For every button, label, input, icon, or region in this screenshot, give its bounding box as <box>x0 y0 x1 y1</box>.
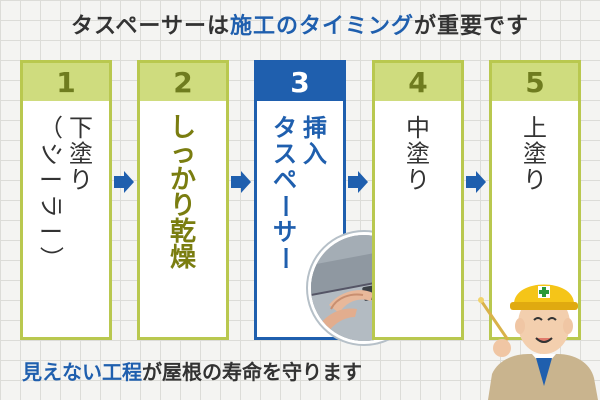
label-char: （ <box>39 114 63 142</box>
step-label: 中 塗 り <box>375 115 461 193</box>
step-label: タ ス ペ ー サ ー 挿 入 <box>257 115 343 271</box>
label-char: し <box>169 113 196 143</box>
label-char: 塗 <box>523 140 547 168</box>
label-char: タ <box>273 114 297 142</box>
label-char: 入 <box>303 140 327 168</box>
step-number: 1 <box>23 63 109 101</box>
label-char: り <box>406 166 430 194</box>
label-char: ー <box>39 218 63 246</box>
label-char: り <box>69 166 93 194</box>
headline: タスペーサーは施工のタイミングが重要です <box>0 8 600 40</box>
label-char: ー <box>271 194 299 218</box>
footer-highlight: 見えない工程 <box>22 360 142 384</box>
label-char: ） <box>37 246 65 270</box>
label-char: 燥 <box>169 243 196 273</box>
label-char: ス <box>273 140 297 168</box>
label-char: ラ <box>37 194 65 218</box>
arrow-right-icon <box>231 171 251 193</box>
label-char: 上 <box>523 114 547 142</box>
step-label: 上 塗 り <box>492 115 578 193</box>
label-char: 乾 <box>169 217 196 247</box>
label-char: 挿 <box>303 114 327 142</box>
step-label: （ シ ー ラ ー ） 下 塗 り <box>23 115 109 271</box>
label-char: ー <box>271 246 299 270</box>
step-label-column: 下 塗 り <box>69 115 93 271</box>
label-char: っ <box>169 139 196 169</box>
step-card-4: 4 中 塗 り <box>372 60 464 340</box>
label-char: か <box>169 165 196 195</box>
step-label-column: 上 塗 り <box>523 115 547 193</box>
label-char: 中 <box>406 114 430 142</box>
label-char: 下 <box>69 114 93 142</box>
step-label-column: し っ か り 乾 燥 <box>170 115 196 271</box>
headline-pre: タスペーサーは <box>70 14 230 39</box>
label-char: り <box>169 191 196 221</box>
arrow-right-icon <box>348 171 368 193</box>
headline-post: が重要です <box>414 14 530 39</box>
arrow-right-icon <box>466 171 486 193</box>
label-char: シ <box>37 142 65 166</box>
label-char: ー <box>39 166 63 194</box>
step-card-1: 1 （ シ ー ラ ー ） 下 塗 り <box>20 60 112 340</box>
label-char: ペ <box>273 166 297 194</box>
step-label-column: 挿 入 <box>303 115 327 271</box>
step-label: し っ か り 乾 燥 <box>140 115 226 271</box>
step-number: 4 <box>375 63 461 101</box>
label-char: 塗 <box>406 140 430 168</box>
construction-worker-mascot <box>478 284 598 400</box>
label-char: サ <box>273 218 297 246</box>
label-char: 塗 <box>69 140 93 168</box>
step-number: 2 <box>140 63 226 101</box>
headline-highlight: 施工のタイミング <box>230 14 415 39</box>
footer-message: 見えない工程が屋根の寿命を守ります <box>22 356 362 385</box>
footer-post: が屋根の寿命を守ります <box>142 360 362 384</box>
step-label-column: タ ス ペ ー サ ー <box>271 114 299 271</box>
step-label-column: 中 塗 り <box>406 115 430 193</box>
step-number: 5 <box>492 63 578 101</box>
step-card-2: 2 し っ か り 乾 燥 <box>137 60 229 340</box>
arrow-right-icon <box>114 171 134 193</box>
step-label-column: （ シ ー ラ ー ） <box>37 114 65 271</box>
step-number: 3 <box>257 63 343 101</box>
label-char: り <box>523 166 547 194</box>
